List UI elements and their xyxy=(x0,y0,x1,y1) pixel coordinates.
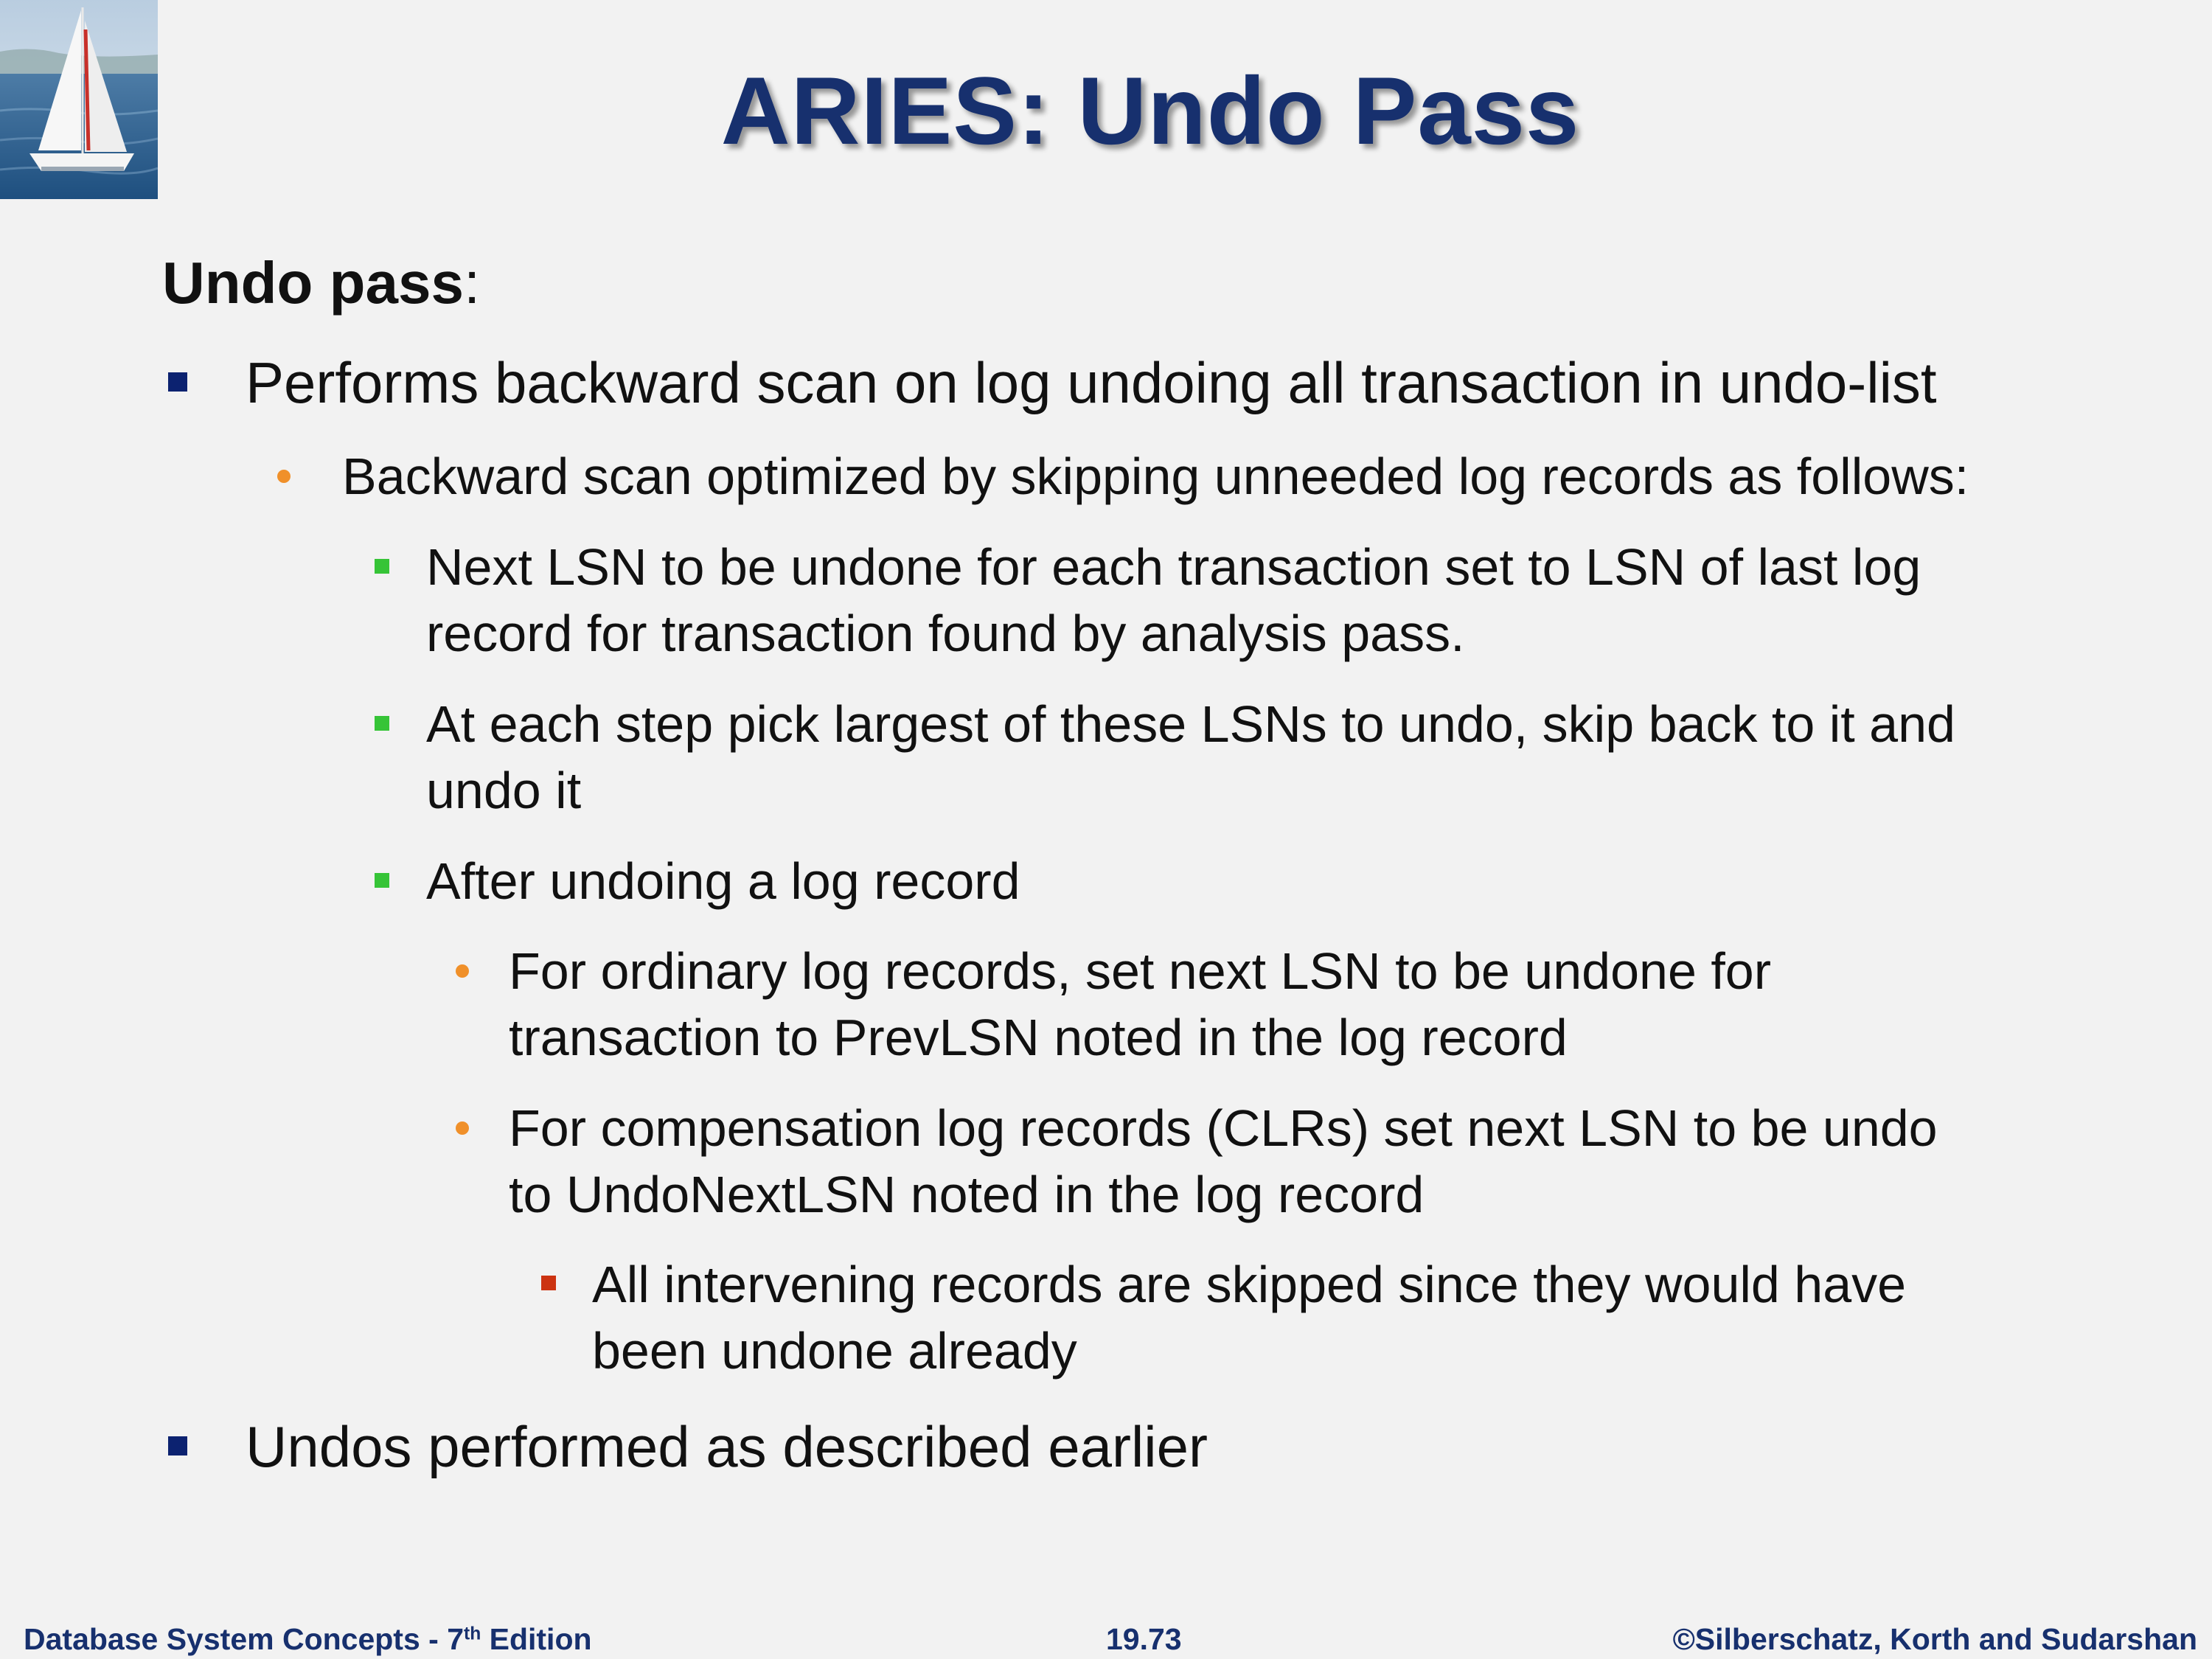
bullet-text: Undos performed as described earlier xyxy=(246,1414,1208,1479)
bullet-square-icon xyxy=(168,372,187,392)
page-title: ARIES: Undo Pass xyxy=(720,57,1580,164)
bullet-dot-icon xyxy=(456,964,469,978)
bullet-text: record for transaction found by analysis… xyxy=(426,605,1465,662)
footer-page-number: 19.73 xyxy=(1106,1622,1182,1656)
bullet-text: been undone already xyxy=(592,1322,1077,1380)
bullet-square-icon xyxy=(375,873,389,888)
section-heading-colon: : xyxy=(463,250,481,316)
bullet-text: For ordinary log records, set next LSN t… xyxy=(509,942,1772,1000)
bullet-text: undo it xyxy=(426,762,582,819)
section-heading-bold: Undo pass xyxy=(162,250,464,316)
bullet-dot-icon xyxy=(456,1121,469,1135)
footer-book-title: Database System Concepts - 7th Edition xyxy=(24,1621,592,1658)
bullet-square-icon xyxy=(375,716,389,731)
bullet-text: Performs backward scan on log undoing al… xyxy=(246,350,1937,415)
bullet-text: Next LSN to be undone for each transacti… xyxy=(426,538,1921,596)
bullet-text: All intervening records are skipped sinc… xyxy=(592,1256,1907,1313)
footer-book-title-sup: th xyxy=(464,1624,481,1644)
sailboat-logo-icon xyxy=(0,0,158,199)
footer-book-title-suffix: Edition xyxy=(481,1622,592,1656)
bullet-square-icon xyxy=(541,1276,556,1290)
footer-book-title-prefix: Database System Concepts - 7 xyxy=(24,1622,465,1656)
bullet-text: At each step pick largest of these LSNs … xyxy=(426,695,1955,753)
bullet-text: transaction to PrevLSN noted in the log … xyxy=(509,1009,1568,1066)
bullet-square-icon xyxy=(375,559,389,574)
bullet-dot-icon xyxy=(277,470,291,483)
bullet-text: Backward scan optimized by skipping unne… xyxy=(342,448,1969,505)
bullet-square-icon xyxy=(168,1436,187,1455)
bullet-text: to UndoNextLSN noted in the log record xyxy=(509,1166,1425,1223)
section-heading: Undo pass: xyxy=(162,248,480,319)
footer-copyright: ©Silberschatz, Korth and Sudarshan xyxy=(1672,1622,2197,1656)
bullet-text: For compensation log records (CLRs) set … xyxy=(509,1099,1938,1157)
bullet-text: After undoing a log record xyxy=(426,852,1020,910)
